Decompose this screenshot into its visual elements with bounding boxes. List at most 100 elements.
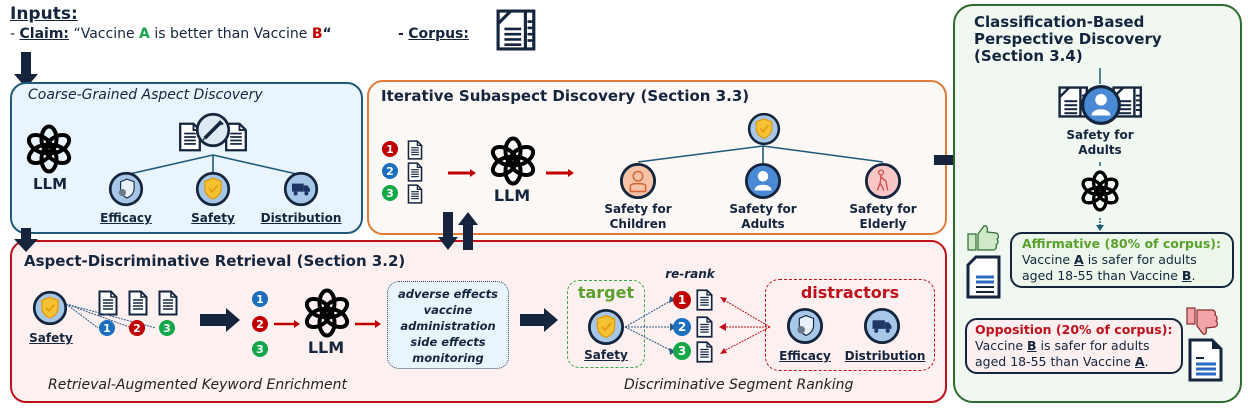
retrieval-title: Aspect-Discriminative Retrieval (Section… <box>24 252 406 270</box>
keyword: administration <box>400 319 496 333</box>
claim-dash: - <box>10 26 16 42</box>
reordered-ranks: 1 2 3 <box>252 291 268 357</box>
keyword: adverse effects <box>398 287 498 301</box>
adult-docs-node <box>1058 68 1143 118</box>
target-box <box>567 280 645 368</box>
rank-2-badge: 2 <box>678 320 686 334</box>
truck-icon <box>283 171 319 207</box>
opposition-text-1: Vaccine B is safer for adults <box>975 338 1150 353</box>
svg-text:3: 3 <box>256 343 264 356</box>
elderly-icon <box>864 162 902 200</box>
llm-openai-icon <box>1079 162 1121 212</box>
svg-text:2: 2 <box>256 318 264 331</box>
truck-icon <box>863 307 901 345</box>
classification-title: Classification-Based Perspective Discove… <box>974 13 1162 65</box>
affirmative-text-2: aged 18-55 than Vaccine B. <box>1022 268 1196 283</box>
claim-middle: is better than Vaccine <box>149 26 312 42</box>
coarse-llm-label: LLM <box>32 175 68 193</box>
rerank-graph: 1 2 3 <box>624 289 771 363</box>
initial-retrieval-graph: 1 2 3 <box>65 290 178 336</box>
ranking-caption: Discriminative Segment Ranking <box>624 377 854 393</box>
retrieval-safety-label: Safety <box>29 331 73 345</box>
keyword: vaccine <box>423 303 473 317</box>
keyword: monitoring <box>412 351 484 365</box>
child-icon <box>619 162 657 200</box>
target-label: target <box>577 283 635 302</box>
arrow-right-icon <box>274 320 300 328</box>
shield-check-icon <box>195 171 231 207</box>
virus-shield-icon <box>108 171 144 207</box>
bidirectional-arrows-icon <box>438 212 478 250</box>
affirmative-document-icon <box>966 255 1001 299</box>
svg-text:1: 1 <box>256 293 264 306</box>
tree-lines <box>124 154 302 176</box>
iterative-llm-label: LLM <box>493 186 531 205</box>
arrow-down-icon <box>14 228 38 252</box>
arrow-right-icon <box>200 308 240 332</box>
claim-close-quote: “ <box>322 26 332 42</box>
thumbs-up-icon <box>967 225 999 251</box>
adult-icon <box>1081 85 1121 125</box>
distractors-box <box>765 279 935 371</box>
thumbs-down-icon <box>1186 307 1218 335</box>
opposition-text-2: aged 18-55 than Vaccine A. <box>975 354 1149 369</box>
distractor-distribution: Distribution <box>844 349 926 363</box>
opposition-bubble: Opposition (20% of corpus): Vaccine B is… <box>965 318 1183 374</box>
syringe-icon <box>195 112 231 148</box>
affirmative-heading: Affirmative (80% of corpus): <box>1022 236 1221 251</box>
rank-3-badge: 3 <box>678 344 686 358</box>
arrow-right-icon <box>448 169 476 177</box>
rank-1-badge: 1 <box>103 322 111 335</box>
distractors-label: distractors <box>800 283 900 302</box>
opposition-heading: Opposition (20% of corpus): <box>975 322 1173 337</box>
keyword: side effects <box>410 335 486 349</box>
enrichment-caption: Retrieval-Augmented Keyword Enrichment <box>48 377 348 393</box>
retrieval-llm-label: LLM <box>307 338 345 357</box>
keyword-box: adverse effects vaccine administration s… <box>387 281 509 369</box>
llm-openai-icon <box>24 124 74 174</box>
iterative-title: Iterative Subaspect Discovery (Section 3… <box>381 87 750 105</box>
iterative-ranked-docs: 1 2 3 <box>381 140 441 214</box>
rank-1-badge: 1 <box>678 293 686 307</box>
llm-openai-icon <box>488 136 538 186</box>
arrow-down-icon <box>14 52 38 88</box>
llm-openai-icon <box>302 288 352 338</box>
rank-3-badge: 3 <box>386 187 394 200</box>
claim-line: - Claim: “Vaccine A is better than Vacci… <box>10 26 332 42</box>
aspect-safety: Safety <box>191 211 235 225</box>
arrow-right-icon <box>520 308 558 332</box>
claim-label: Claim: <box>19 26 70 42</box>
arrow-right-icon <box>546 169 574 177</box>
rank-1-badge: 1 <box>386 143 394 156</box>
adult-icon <box>744 162 782 200</box>
affirmative-bubble: Affirmative (80% of corpus): Vaccine A i… <box>1010 232 1234 288</box>
rank-3-badge: 3 <box>163 322 171 335</box>
opposition-document-icon <box>1188 338 1223 382</box>
claim-vaccine-a: A <box>139 26 150 42</box>
claim-vaccine-b: B <box>311 26 323 42</box>
virus-shield-icon <box>786 307 824 345</box>
aspect-distribution: Distribution <box>260 211 342 225</box>
affirmative-text-1: Vaccine A is safer for adults <box>1022 252 1197 267</box>
rank-2-badge: 2 <box>386 165 394 178</box>
rerank-label: re-rank <box>665 267 715 281</box>
arrow-down-icon <box>1096 218 1104 231</box>
claim-open-quote: “Vaccine <box>73 26 140 42</box>
inputs-title: Inputs: <box>10 4 78 24</box>
rank-2-badge: 2 <box>133 322 141 335</box>
document-icon <box>496 9 536 51</box>
target-safety-label: Safety <box>584 348 628 362</box>
coarse-title: Coarse-Grained Aspect Discovery <box>28 87 263 103</box>
corpus-label: Corpus: <box>408 26 469 42</box>
shield-check-icon <box>747 112 781 146</box>
corpus-line: - Corpus: <box>398 26 469 42</box>
subaspect-tree <box>637 145 884 164</box>
distractor-efficacy: Efficacy <box>779 349 831 363</box>
corpus-dash: - <box>398 26 404 42</box>
aspect-efficacy: Efficacy <box>100 211 152 225</box>
arrow-right-icon <box>355 320 381 328</box>
